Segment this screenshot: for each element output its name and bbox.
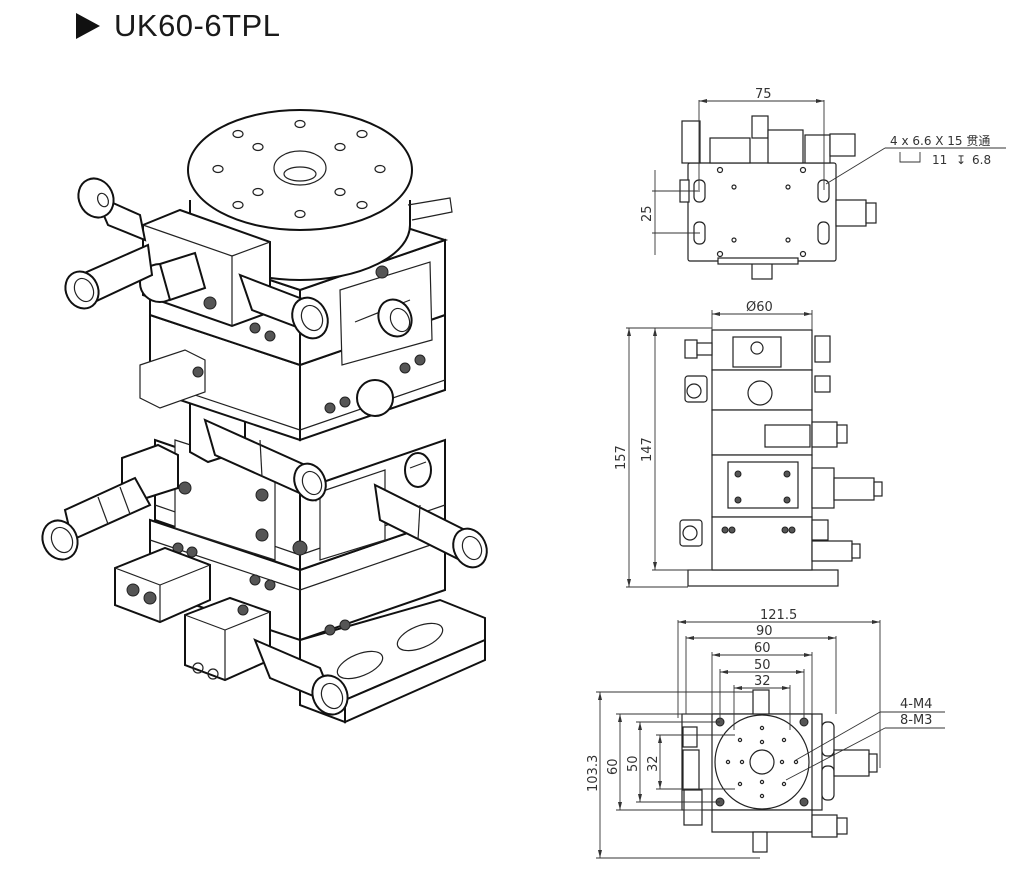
thread-note-4-m4: 4-M4: [900, 697, 932, 712]
dim-top-vert-50: 50: [626, 755, 641, 772]
micrometer-right-upper: [339, 261, 433, 366]
side-view: 75 25 4 x 6.6 X 15 贯通 11 ↧ 6.8: [640, 87, 1006, 280]
micrometer-bottom: [184, 596, 349, 716]
rotary-mounting-holes: [212, 119, 386, 219]
title-heading: UK60-6TPL: [76, 8, 280, 44]
hole-spec-note: 4 x 6.6 X 15 贯通: [890, 134, 990, 148]
counterbore-depth: 6.8: [972, 153, 991, 167]
dim-top-60: 60: [754, 641, 771, 656]
top-view: 121.5 90 60 50 32 103.3: [586, 608, 945, 859]
rotary-adjuster: [139, 208, 329, 342]
micrometer-right-middle: [373, 452, 488, 569]
upper-stage: [139, 313, 446, 442]
dim-width-75: 75: [755, 87, 772, 102]
model-name: UK60-6TPL: [114, 8, 281, 43]
dim-top-50: 50: [754, 658, 771, 673]
dim-top-vert-60: 60: [606, 758, 621, 775]
lower-clamp-block: [114, 546, 211, 624]
counterbore-diameter: 11: [932, 153, 947, 167]
dim-top-121-5: 121.5: [760, 608, 797, 623]
dim-top-vert-32: 32: [646, 755, 661, 772]
play-triangle-icon: [76, 13, 100, 39]
dim-body-height-147: 147: [640, 437, 655, 462]
depth-icon: ↧: [956, 153, 966, 167]
thread-note-8-m3: 8-M3: [900, 713, 932, 728]
micrometer-left-middle: [41, 443, 179, 561]
micrometer-upper-left: [64, 177, 154, 310]
dim-diameter-60: Ø60: [746, 300, 773, 315]
dim-total-height-157: 157: [614, 445, 629, 470]
dim-top-103-3: 103.3: [586, 755, 601, 792]
dim-top-32: 32: [754, 674, 771, 689]
dim-slot-pitch-25: 25: [640, 205, 655, 222]
front-view: Ø60 157 147: [614, 300, 883, 588]
dim-top-90: 90: [756, 624, 773, 639]
isometric-view: [41, 109, 488, 724]
